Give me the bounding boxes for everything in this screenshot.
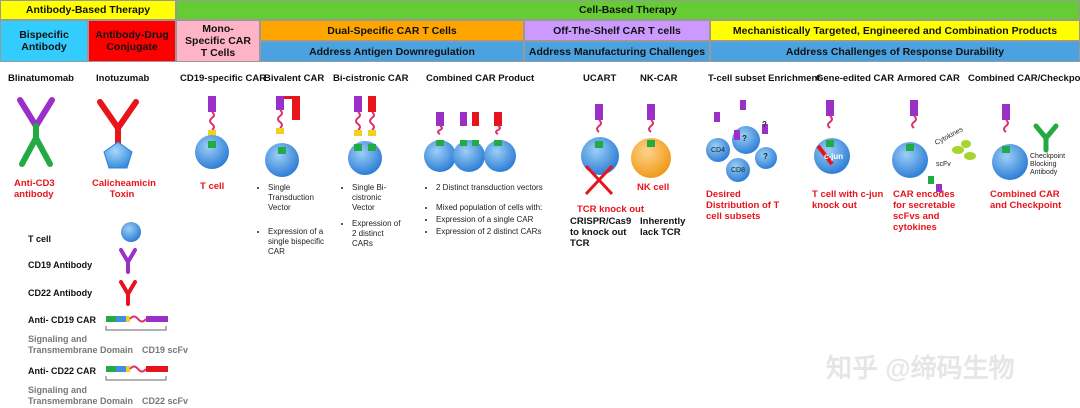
desc-combined-3: Expression of a single CAR bbox=[436, 215, 560, 225]
cd19-car-cell bbox=[195, 96, 229, 169]
text-q1: ? bbox=[742, 134, 747, 143]
caption-combined-checkpoint: Combined CAR and Checkpoint bbox=[990, 189, 1062, 211]
text-cd8: CD8 bbox=[731, 167, 746, 174]
tcell-subset-cells bbox=[706, 100, 777, 182]
caption-crispr: CRISPR/Cas9 to knock out TCR bbox=[570, 216, 632, 249]
bispecific-antibody-icon bbox=[17, 97, 55, 167]
dual-car-header: Dual-Specific CAR T Cells bbox=[260, 20, 524, 41]
caption-anti-cd3: Anti-CD3 antibody bbox=[14, 178, 55, 200]
legend-anti-cd19-car-label: Anti- CD19 CAR bbox=[28, 315, 97, 325]
caption-t-cell: T cell bbox=[200, 181, 225, 192]
label-cd19-car: CD19-specific CAR bbox=[180, 73, 267, 84]
gene-edited-car-cell bbox=[814, 100, 850, 174]
dual-car-subheader: Address Antigen Downregulation bbox=[260, 41, 524, 62]
label-combined-car: Combined CAR Product bbox=[426, 73, 535, 84]
adc-header: Antibody-Drug Conjugate bbox=[88, 20, 176, 62]
label-inotuzumab: Inotuzumab bbox=[96, 73, 150, 84]
legend-tcell-icon bbox=[121, 222, 141, 242]
desc-combined-2: Mixed population of cells with: bbox=[436, 203, 560, 213]
legend-cd19-scfv: CD19 scFv bbox=[142, 345, 189, 355]
mono-car-header: Mono-Specific CAR T Cells bbox=[176, 20, 260, 62]
desc-combined-1: 2 Distinct transduction vectors bbox=[436, 183, 560, 193]
text-scfv: scFv bbox=[936, 161, 951, 168]
label-gene-edited: Gene-edited CAR bbox=[816, 73, 895, 84]
caption-inherently: Inherently lack TCR bbox=[640, 216, 686, 238]
caption-calicheamicin: Calicheamicin Toxin bbox=[92, 178, 156, 200]
legend-cd22-antibody-label: CD22 Antibody bbox=[28, 288, 93, 298]
offshelf-header: Off-The-Shelf CAR T cells bbox=[524, 20, 710, 41]
desc-combined-4: Expression of 2 distinct CARs bbox=[436, 227, 560, 237]
legend-cd19-antibody-icon bbox=[119, 248, 137, 274]
label-bivalent-car: Bivalent CAR bbox=[264, 73, 325, 84]
desc-bicistronic: Single Bi-cistronic Vector Expression of… bbox=[342, 183, 406, 255]
text-q3: ? bbox=[762, 120, 767, 129]
caption-tcr-knockout: TCR knock out bbox=[577, 204, 645, 215]
nk-car-cell bbox=[631, 104, 671, 178]
label-bicistronic-car: Bi-cistronic CAR bbox=[333, 73, 409, 84]
caption-nk-cell: NK cell bbox=[637, 182, 670, 193]
desc-bivalent: Single Transduction Vector Expression of… bbox=[258, 183, 328, 263]
text-cjun: c-jun bbox=[824, 152, 844, 161]
legend-tcell-label: T cell bbox=[28, 234, 52, 244]
mechanistic-header: Mechanistically Targeted, Engineered and… bbox=[710, 20, 1080, 41]
mechanistic-subheader: Address Challenges of Response Durabilit… bbox=[710, 41, 1080, 62]
label-armored-car: Armored CAR bbox=[897, 73, 960, 84]
label-tcell-subset: T-cell subset Enrichment bbox=[708, 73, 821, 84]
legend-signaling-1: Signaling and Transmembrane Domain bbox=[28, 334, 134, 355]
bispecific-antibody-header: Bispecific Antibody bbox=[0, 20, 88, 62]
label-ucart: UCART bbox=[583, 73, 617, 84]
armored-car-cell bbox=[892, 100, 976, 192]
desc-bicistronic-1: Single Bi-cistronic Vector bbox=[352, 183, 406, 213]
bicistronic-car-cell bbox=[348, 96, 382, 175]
car-checkpoint-cell bbox=[992, 104, 1059, 180]
desc-bicistronic-2: Expression of 2 distinct CARs bbox=[352, 219, 406, 249]
caption-cjun-knockout: T cell with c-jun knock out bbox=[812, 189, 884, 211]
desc-bivalent-2: Expression of a single bispecific CAR bbox=[268, 227, 328, 257]
legend-cd22-antibody-icon bbox=[119, 280, 137, 306]
combined-car-cells bbox=[424, 112, 516, 172]
legend-signaling-2: Signaling and Transmembrane Domain bbox=[28, 385, 134, 406]
antibody-therapy-header: Antibody-Based Therapy bbox=[0, 0, 176, 20]
legend-cd22-car-icon bbox=[105, 365, 168, 381]
caption-desired-distribution: Desired Distribution of T cell subsets bbox=[706, 189, 780, 222]
legend-cd19-antibody-label: CD19 Antibody bbox=[28, 260, 93, 270]
caption-car-encodes: CAR encodes for secretable scFvs and cyt… bbox=[893, 189, 956, 233]
legend-cd19-car-icon bbox=[105, 315, 168, 331]
desc-combined: 2 Distinct transduction vectors Mixed po… bbox=[426, 183, 560, 243]
cell-therapy-header: Cell-Based Therapy bbox=[176, 0, 1080, 20]
text-q2: ? bbox=[763, 152, 768, 161]
desc-bivalent-1: Single Transduction Vector bbox=[268, 183, 328, 213]
label-nk-car: NK-CAR bbox=[640, 73, 678, 84]
label-car-checkpoint: Combined CAR/Checkpoint bbox=[968, 73, 1080, 84]
label-blinatumomab: Blinatumomab bbox=[8, 73, 74, 84]
offshelf-subheader: Address Manufacturing Challenges bbox=[524, 41, 710, 62]
legend-anti-cd22-car-label: Anti- CD22 CAR bbox=[28, 366, 97, 376]
ucart-cell bbox=[581, 104, 619, 196]
legend-cd22-scfv: CD22 scFv bbox=[142, 396, 189, 406]
text-cd4: CD4 bbox=[711, 147, 726, 154]
bivalent-car-cell bbox=[265, 96, 300, 177]
text-checkpoint-antibody: Checkpoint Blocking Antibody bbox=[1030, 153, 1066, 176]
adc-antibody-icon bbox=[97, 99, 139, 169]
watermark: 知乎 @缔码生物 bbox=[826, 353, 1015, 383]
